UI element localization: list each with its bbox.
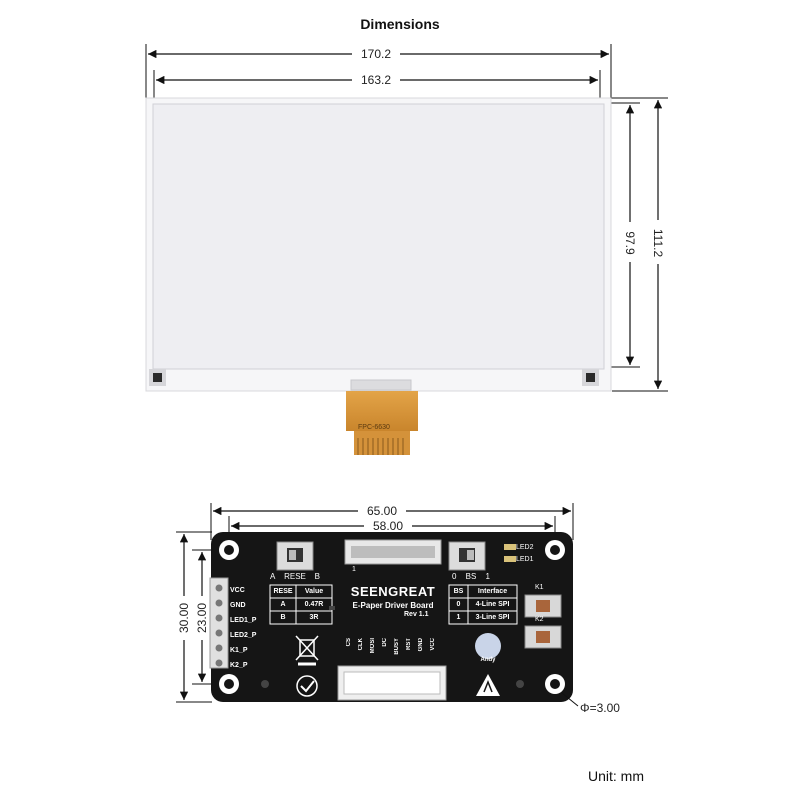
compliance-icon xyxy=(296,675,318,697)
reset-table-cell: 3R xyxy=(309,614,319,621)
pin-label-k1p: K1_P xyxy=(230,647,248,654)
bs-right-label: 1 xyxy=(485,572,490,581)
panel-active-height-label: 97.9 xyxy=(623,231,637,255)
left-pins xyxy=(215,584,223,667)
pin-label-gnd: GND xyxy=(230,602,246,609)
left-pin-labels: VCC GND LED1_P LED2_P K1_P K2_P xyxy=(230,583,256,673)
bs-table-header: Interface xyxy=(477,588,508,595)
reset-table-cell: 0.47R xyxy=(304,601,324,608)
reset-table: RESE Value A 0.47R B 3R xyxy=(270,586,332,625)
board-outer-height-label: 30.00 xyxy=(177,602,191,634)
reset-right-label: B xyxy=(314,572,320,581)
revision-label: Rev 1.1 xyxy=(404,611,429,618)
board-outer-width-label: 65.00 xyxy=(366,504,398,518)
k2-label: K2 xyxy=(535,616,544,623)
product-name: E-Paper Driver Board xyxy=(352,601,434,610)
bs-table-cell: 1 xyxy=(456,614,461,621)
reset-table-cell: A xyxy=(280,601,286,608)
left-pin-header xyxy=(209,577,229,669)
header-pin-labels: CS CLK MOSI DC BUSY RST GND VCC xyxy=(346,638,446,668)
reset-table-header: RESE xyxy=(273,588,293,595)
led2-label: LED2 xyxy=(516,544,534,551)
brand-logo: SEENGREAT xyxy=(350,584,436,599)
pin-label-led2p: LED2_P xyxy=(230,632,257,639)
page-title: Dimensions xyxy=(360,16,440,32)
board-hole-height-label: 23.00 xyxy=(195,602,209,634)
hole-diameter-label: Φ=3.00 xyxy=(580,701,620,715)
header-pin-label: MOSI xyxy=(370,638,376,654)
fpc-label: FPC-6630 xyxy=(358,424,390,431)
bs-label: BS xyxy=(465,572,477,581)
reset-left-label: A xyxy=(270,572,276,581)
pin-label-vcc: VCC xyxy=(230,587,245,594)
header-pin-label: DC xyxy=(382,638,388,647)
bs-switch-labels: 0 BS 1 xyxy=(452,572,490,581)
panel-outer-height-label: 111.2 xyxy=(651,228,665,258)
mascot-logo xyxy=(475,633,501,659)
mascot-label: Andy xyxy=(480,657,496,663)
led1-label: LED1 xyxy=(516,556,534,563)
board-hole-width-label: 58.00 xyxy=(372,519,404,533)
header-pin-label: VCC xyxy=(430,638,436,651)
bs-table-cell: 0 xyxy=(456,601,461,608)
driver-board xyxy=(211,532,573,702)
fpc-cable xyxy=(346,391,418,431)
k1-label: K1 xyxy=(535,584,544,591)
pin-label-led1p: LED1_P xyxy=(230,617,257,624)
header-pin-label: CLK xyxy=(358,638,364,651)
bs-left-label: 0 xyxy=(452,572,457,581)
pin-label-k2p: K2_P xyxy=(230,662,248,669)
bs-table-header: BS xyxy=(453,588,464,595)
header-pin-label: GND xyxy=(418,638,424,652)
unit-label: Unit: mm xyxy=(588,768,644,784)
led-labels: LED2 LED1 xyxy=(516,542,534,566)
bs-table-cell: 3-Line SPI xyxy=(475,614,510,621)
bs-table: BS Interface 0 4-Line SPI 1 3-Line SPI xyxy=(449,586,517,625)
esd-warning-icon xyxy=(476,674,500,696)
connector-pin1-label: 1 xyxy=(352,566,356,573)
reset-switch-labels: A RESE B xyxy=(270,572,320,581)
header-pin-label: BUSY xyxy=(394,638,400,655)
epaper-active-area xyxy=(152,103,605,370)
panel-outer-width-label: 170.2 xyxy=(360,47,392,61)
reset-label: RESE xyxy=(284,572,306,581)
bs-table-cell: 4-Line SPI xyxy=(475,601,510,608)
weee-icon xyxy=(295,635,319,666)
header-pin-label: RST xyxy=(406,638,412,650)
reset-table-header: Value xyxy=(304,588,324,595)
panel-active-width-label: 163.2 xyxy=(360,73,392,87)
reset-table-cell: B xyxy=(280,614,286,621)
header-pin-label: CS xyxy=(346,638,352,647)
